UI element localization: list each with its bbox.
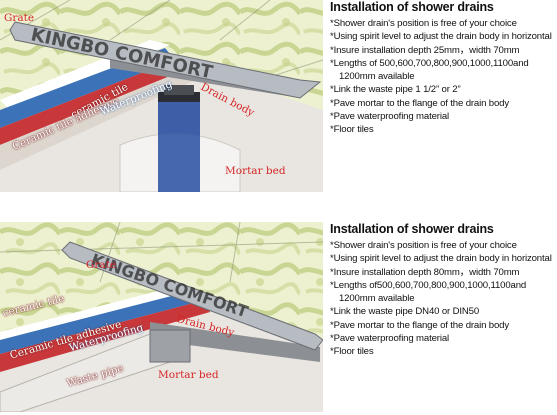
top-installation-panel: KINGBO COMFORT Grate ceramic tile Cerami… — [0, 0, 557, 195]
label-grate: Grate — [86, 259, 117, 271]
list-item: *Lengths of500,600,700,800,900,1000,1100… — [330, 279, 527, 291]
bottom-drain-illustration: KINGBO COMFORT Grate ceramic tile Cerami… — [0, 222, 323, 412]
bottom-drain-diagram: KINGBO COMFORT — [0, 222, 323, 412]
list-item: *Using spirit level to adjust the drain … — [330, 31, 552, 43]
bottom-instructions-list: *Shower drain's position is free of your… — [330, 239, 555, 359]
list-item: *Shower drain's position is free of your… — [330, 240, 517, 251]
list-item: *Pave mortar to the flange of the drain … — [330, 319, 509, 331]
red-layer-bottom — [0, 300, 210, 372]
red-layer — [0, 60, 185, 145]
label-grate: Grate — [4, 12, 35, 24]
top-info-block: Installation of shower drains *Shower dr… — [330, 0, 555, 137]
list-item: *Floor tiles — [330, 124, 374, 136]
bottom-installation-panel: KINGBO COMFORT Grate ceramic tile Cerami… — [0, 222, 557, 415]
top-drain-illustration: KINGBO COMFORT Grate ceramic tile Cerami… — [0, 0, 323, 192]
list-item: *Insure installation depth 25mm，width 70… — [330, 44, 520, 56]
list-item: *Link the waste pipe DN40 or DIN50 — [330, 306, 480, 318]
top-instructions-list: *Shower drain's position is free of your… — [330, 17, 555, 137]
grate-bar-bottom — [61, 241, 323, 351]
list-item: 1200mm available — [339, 71, 415, 83]
drain-body-shape-bottom — [150, 322, 320, 362]
list-item: *Shower drain's position is free of your… — [330, 18, 517, 29]
list-item: *Pave waterproofing material — [330, 111, 449, 123]
bottom-info-block: Installation of shower drains *Shower dr… — [330, 222, 555, 359]
top-drain-diagram: KINGBO COMFORT — [0, 0, 323, 192]
list-item: 1200mm available — [339, 293, 415, 305]
waterproofing-layer-bottom — [0, 290, 205, 354]
list-item: *Using spirit level to adjust the drain … — [330, 253, 552, 265]
top-title: Installation of shower drains — [330, 0, 494, 14]
label-mortar-bed: Mortar bed — [158, 369, 219, 381]
list-item: *Insure installation depth 80mm，width 70… — [330, 266, 520, 278]
list-item: *Floor tiles — [330, 346, 374, 358]
list-item: *Pave waterproofing material — [330, 333, 449, 345]
label-mortar-bed: Mortar bed — [225, 165, 286, 177]
list-item: *Pave mortar to the flange of the drain … — [330, 97, 509, 109]
list-item: *Link the waste pipe 1 1/2” or 2” — [330, 84, 461, 96]
list-item: *Lengths of 500,600,700,800,900,1000,110… — [330, 57, 529, 69]
bottom-title: Installation of shower drains — [330, 222, 494, 236]
grate-bar — [9, 21, 322, 99]
